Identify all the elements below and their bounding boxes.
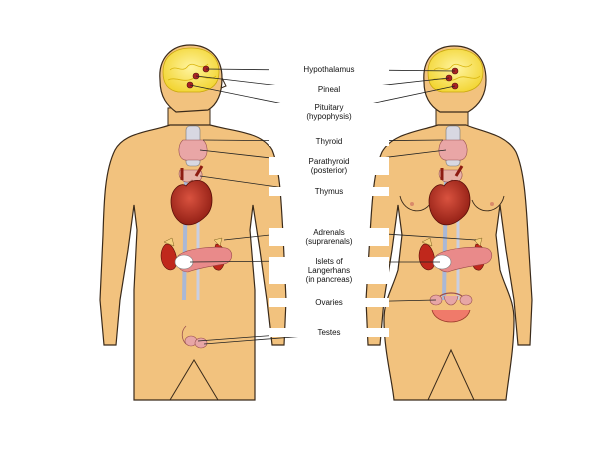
- female-uterus: [443, 295, 459, 306]
- female-thyroid: [438, 139, 468, 161]
- label-ovaries-text: Ovaries: [315, 298, 343, 307]
- label-adrenals: Adrenals (suprarenals): [269, 228, 389, 246]
- male-brain: [162, 47, 220, 93]
- label-thyroid-text: Thyroid: [315, 137, 343, 146]
- label-thyroid: Thyroid: [269, 137, 389, 146]
- label-islets-line2: Langerhans: [307, 266, 351, 275]
- label-testes: Testes: [269, 328, 389, 337]
- label-parathyroid: Parathyroid (posterior): [269, 157, 389, 175]
- label-islets-line3: (in pancreas): [305, 275, 353, 284]
- label-adrenals-line2: (suprarenals): [305, 237, 353, 246]
- male-adrenal-left: [163, 237, 175, 247]
- label-parathyroid-line1: Parathyroid: [308, 157, 350, 166]
- female-ovary-right: [459, 294, 473, 306]
- label-pineal: Pineal: [269, 85, 389, 94]
- male-figure: [99, 44, 287, 401]
- label-pineal-text: Pineal: [317, 85, 341, 94]
- label-pituitary: Pituitary (hypophysis): [269, 103, 389, 121]
- female-adrenal-left: [421, 237, 433, 247]
- label-islets: Islets of Langerhans (in pancreas): [269, 257, 389, 284]
- label-islets-line1: Islets of: [315, 257, 343, 266]
- male-adrenal-right: [213, 237, 223, 247]
- label-thymus-text: Thymus: [314, 187, 344, 196]
- label-hypothalamus-text: Hypothalamus: [303, 65, 355, 74]
- label-parathyroid-line2: (posterior): [310, 166, 348, 175]
- label-hypothalamus: Hypothalamus: [269, 65, 389, 74]
- female-heart: [428, 180, 471, 226]
- label-pituitary-line1: Pituitary: [314, 103, 344, 112]
- label-adrenals-line1: Adrenals: [313, 228, 345, 237]
- male-thyroid: [178, 139, 208, 161]
- male-testis-right: [194, 337, 208, 349]
- label-testes-text: Testes: [317, 328, 341, 337]
- female-figure: [365, 45, 533, 401]
- label-ovaries: Ovaries: [269, 298, 389, 307]
- label-thymus: Thymus: [269, 187, 389, 196]
- label-pituitary-line2: (hypophysis): [306, 112, 352, 121]
- male-heart: [170, 180, 213, 226]
